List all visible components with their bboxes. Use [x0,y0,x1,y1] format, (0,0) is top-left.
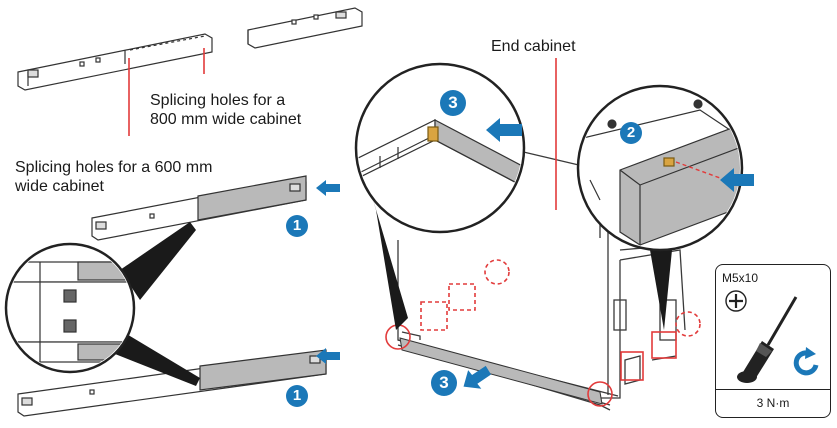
holes-800-label-line1: Splicing holes for a [150,92,286,109]
step-1-badge-bottom: 1 [286,385,308,407]
end-cabinet-label: End cabinet [491,38,576,55]
tool-spec-box: M5x10 3 N·m [715,264,831,418]
step-3-badge-main: 3 [431,370,457,396]
step-2-badge: 2 [620,122,642,144]
clockwise-rotation-icon [793,347,819,376]
toolbox-divider [716,389,830,390]
bottom-rail-assembly [17,349,327,417]
left-zoom-detail [4,222,200,386]
holes-600-label-line1: Splicing holes for a 600 mm [15,159,213,176]
holes-800-label-line2: 800 mm wide cabinet [150,111,302,128]
phillips-screw-icon [725,290,747,312]
step-1-badge-top: 1 [286,215,308,237]
zoom-detail-step2 [576,84,744,330]
screw-spec-label: M5x10 [722,271,759,285]
push-arrow-icon [316,118,754,389]
torque-label: 3 N·m [756,396,790,410]
cabinet-bottom-rail [399,337,603,405]
holes-600-label-line2: wide cabinet [15,178,104,195]
red-markers [385,259,701,407]
top-rail-assembly [17,7,363,91]
zoom-detail-step3 [354,62,526,330]
step-3-badge-zoom: 3 [440,90,466,116]
screwdriver-icon [737,296,798,383]
middle-rail-assembly [91,175,307,241]
